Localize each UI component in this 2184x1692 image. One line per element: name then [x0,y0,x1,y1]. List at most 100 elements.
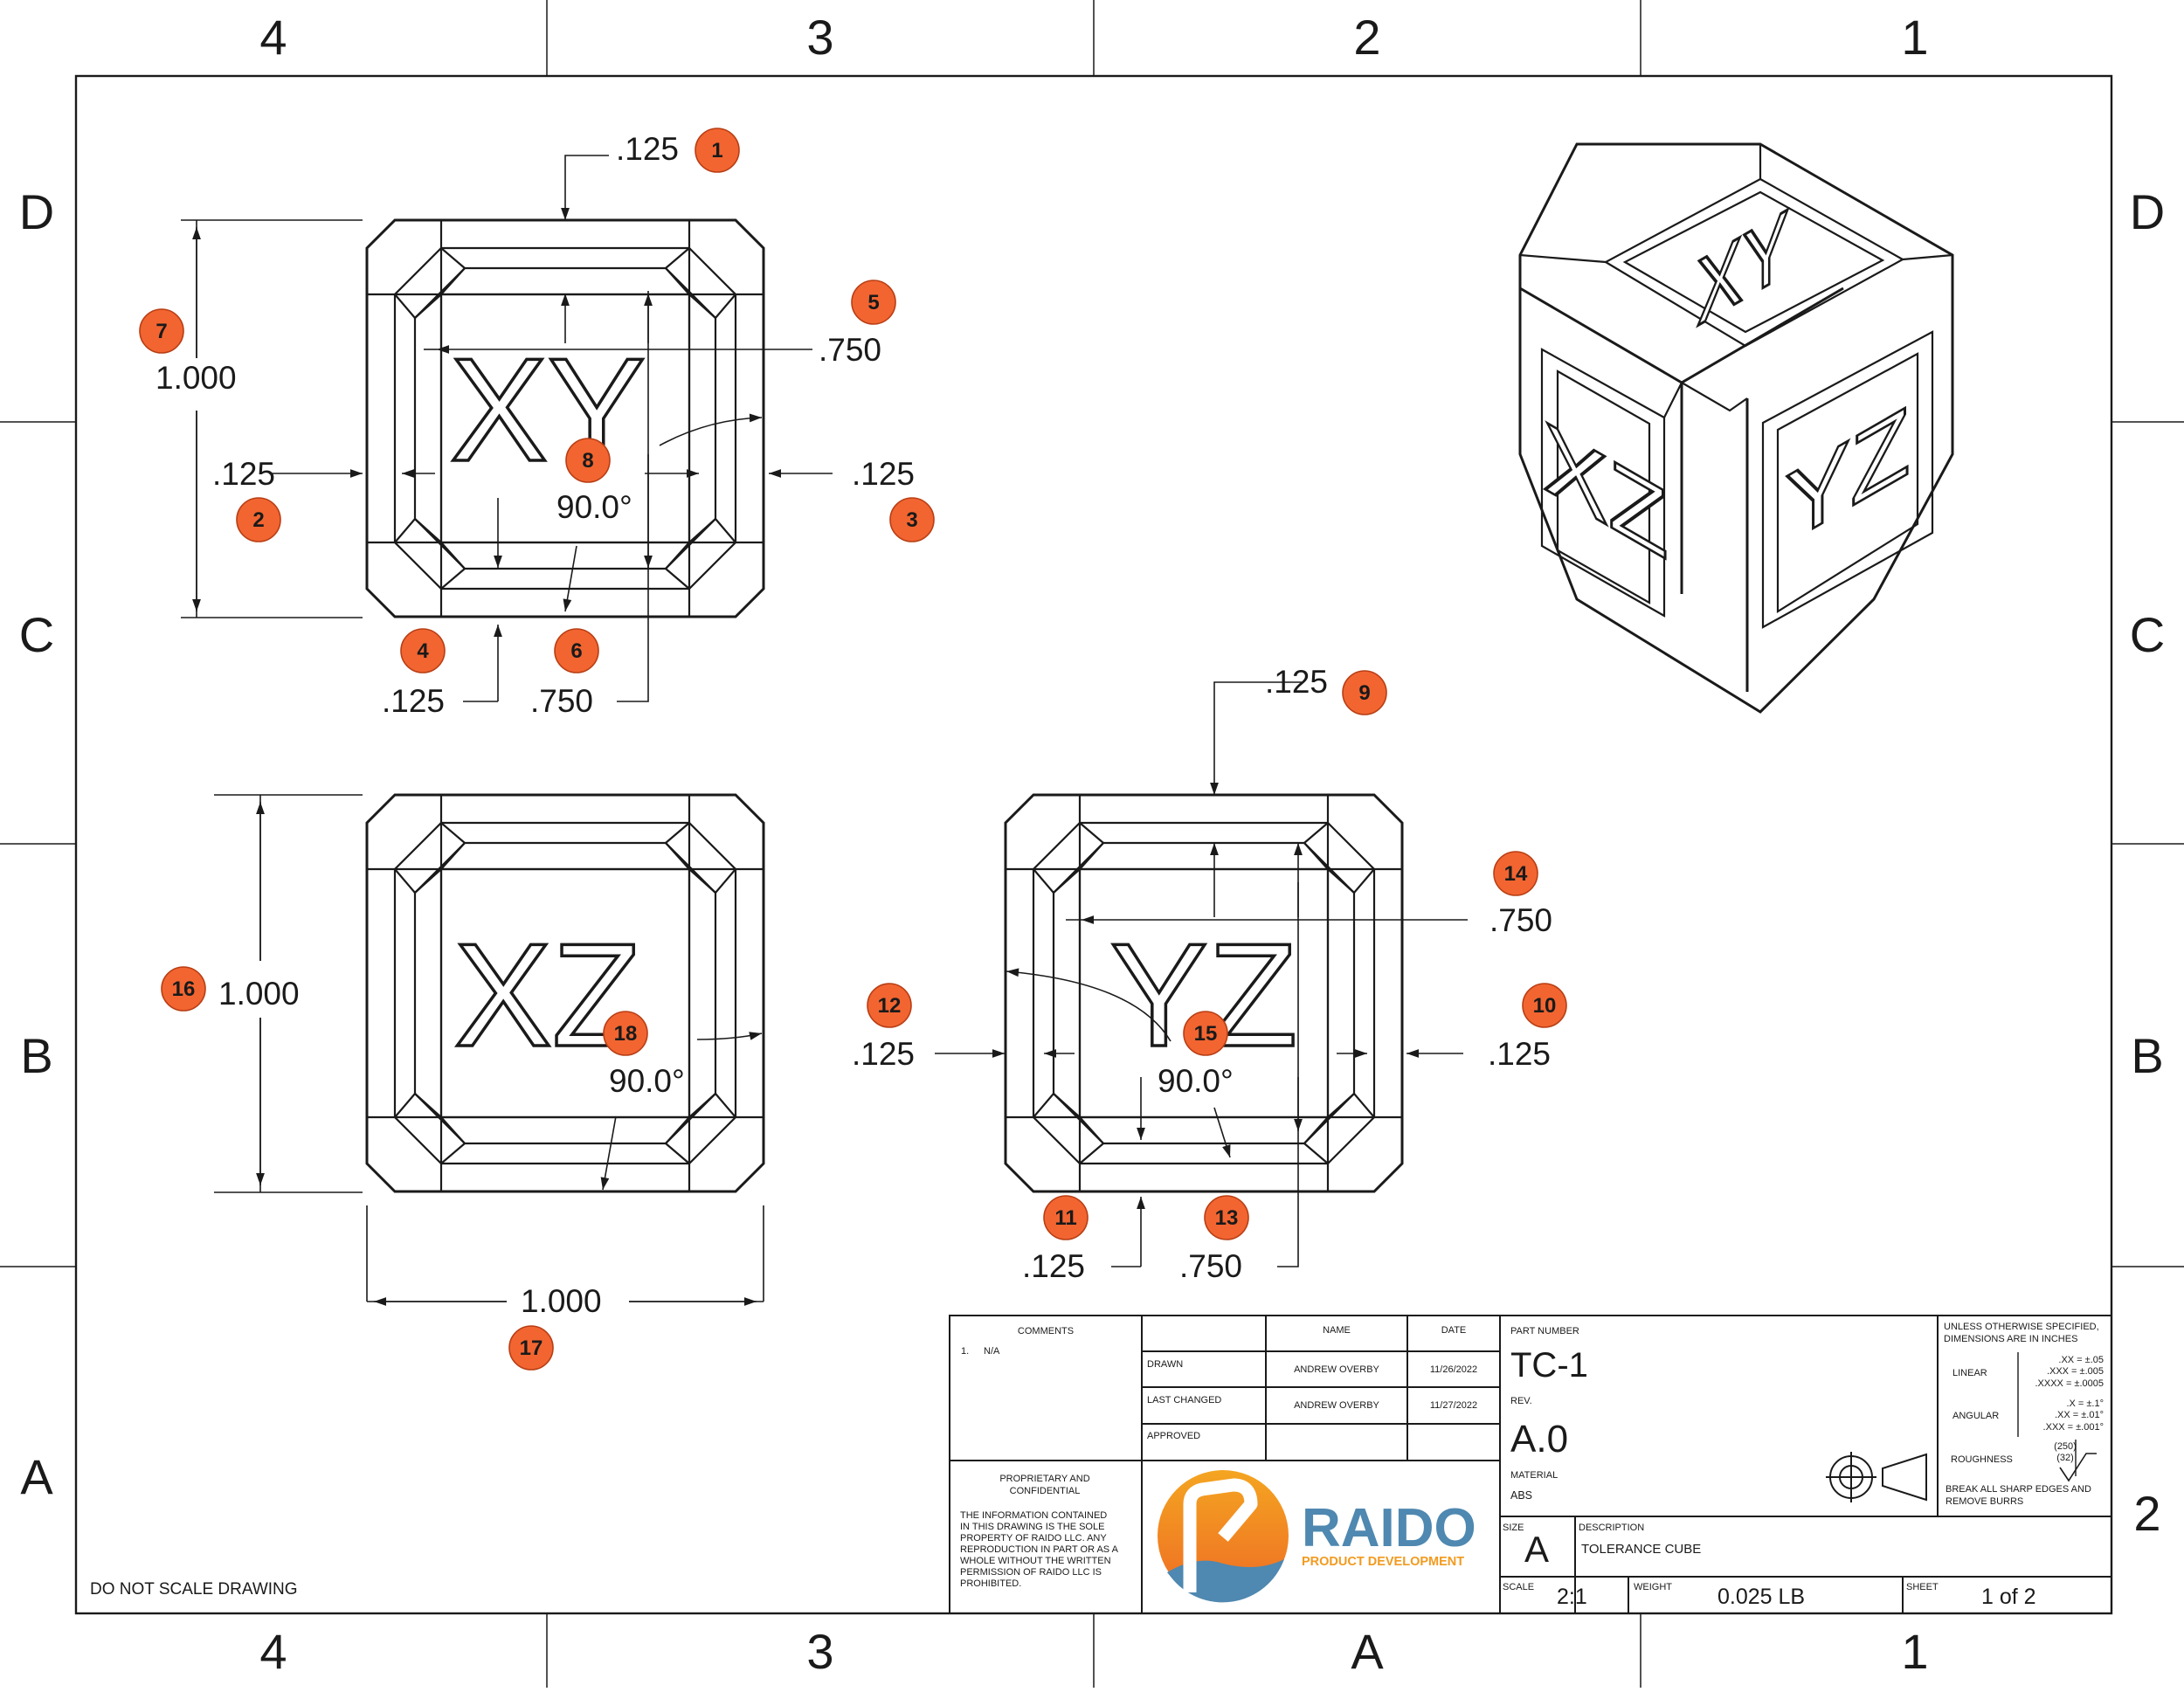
proprietary-line-1: PROPRIETARY AND [999,1474,1089,1484]
sheet-value: 1 of 2 [1981,1585,2036,1609]
svg-text:18: 18 [614,1022,638,1046]
prop-text-7: PROHIBITED. [960,1578,1021,1589]
svg-text:17: 17 [520,1336,543,1360]
iso-face-xy: XY [1697,190,1789,347]
dimension-lines [181,155,1468,1306]
zone-col-top-1: 4 [259,10,287,65]
linear-2: .XXX = ±.005 [2047,1366,2104,1377]
zone-col-bottom-1: 4 [259,1624,287,1679]
part-number-label: PART NUMBER [1510,1326,1579,1336]
svg-text:3: 3 [906,508,917,532]
zone-labels: 4 3 2 1 4 3 A 1 D C B A D C B 2 [19,10,2165,1679]
balloon-14: 14 [1493,851,1538,896]
inspection-balloons: 1 2 3 4 5 6 7 8 9 10 11 12 13 14 15 16 1… [139,128,1567,1371]
dimension-labels: .125 .125 .125 .125 .750 .750 1.000 90.0… [156,131,1552,1319]
balloon-12: 12 [867,983,912,1028]
revision: A.0 [1510,1418,1568,1461]
svg-text:14: 14 [1504,862,1528,886]
dim-17: 1.000 [521,1283,602,1319]
dim-8: 90.0° [556,489,632,525]
prop-text-3: PROPERTY OF RAIDO LLC. ANY [960,1533,1107,1544]
last-changed-date: 11/27/2022 [1430,1400,1477,1411]
prop-text-4: REPRODUCTION IN PART OR AS A [960,1544,1119,1555]
dim-5: .750 [819,332,881,368]
svg-text:6: 6 [570,639,582,663]
tolerance-head-1: UNLESS OTHERWISE SPECIFIED, [1944,1322,2099,1332]
dim-1: .125 [616,131,679,167]
scale-value: 2:1 [1557,1585,1587,1609]
iso-face-yz: YZ [1785,383,1910,566]
side-view-label: YZ [1110,913,1298,1077]
angular-1: .X = ±.1° [2066,1398,2104,1409]
angular-2: .XX = ±.01° [2055,1410,2104,1420]
zone-col-bottom-2: 3 [806,1624,833,1679]
break-edges-1: BREAK ALL SHARP EDGES AND [1946,1484,2091,1495]
zone-col-bottom-3: A [1351,1624,1384,1679]
proprietary-line-2: CONFIDENTIAL [1010,1486,1081,1496]
dim-10: .125 [1488,1036,1551,1072]
description-value: TOLERANCE CUBE [1581,1542,1701,1557]
dim-3: .125 [852,456,915,492]
drawn-label: DRAWN [1147,1359,1183,1370]
linear-1: .XX = ±.05 [2058,1355,2104,1365]
last-changed-name: ANDREW OVERBY [1294,1400,1379,1411]
dim-9: .125 [1265,664,1328,700]
isometric-view: XY XZ YZ [1518,142,1954,714]
front-view-xz: XZ [365,793,765,1193]
zone-col-bottom-4: 1 [1901,1624,1928,1679]
roughness-label: ROUGHNESS [1951,1454,2013,1465]
top-view-xy: XY [365,218,765,618]
comment-1-num: 1. [961,1346,969,1357]
balloon-16: 16 [161,966,206,1012]
balloon-15: 15 [1183,1011,1228,1056]
balloon-1: 1 [695,128,740,173]
roughness-2: (32) [2056,1453,2074,1463]
dim-12: .125 [852,1036,915,1072]
balloon-11: 11 [1043,1195,1089,1240]
break-edges-2: REMOVE BURRS [1946,1496,2023,1507]
zone-row-left-3: B [20,1028,52,1083]
svg-text:10: 10 [1533,994,1557,1018]
linear-label: LINEAR [1952,1368,1987,1378]
balloon-9: 9 [1342,670,1387,715]
approved-label: APPROVED [1147,1431,1200,1441]
roughness-1: (250) [2054,1441,2077,1452]
description-label: DESCRIPTION [1579,1523,1644,1533]
side-view-yz: YZ [1004,793,1404,1193]
balloon-13: 13 [1204,1195,1249,1240]
zone-row-left-1: D [19,184,54,239]
size-value: A [1524,1529,1549,1570]
balloon-8: 8 [565,438,611,483]
rev-label: REV. [1510,1396,1532,1406]
comment-1-text: N/A [984,1346,1000,1357]
svg-text:1: 1 [711,139,722,162]
size-label: SIZE [1503,1523,1524,1533]
zone-row-right-2: C [2130,607,2165,662]
balloon-2: 2 [236,497,281,542]
logo-name: RAIDO [1302,1498,1476,1558]
balloon-10: 10 [1522,983,1567,1028]
tolerance-head-2: DIMENSIONS ARE IN INCHES [1944,1334,2077,1344]
svg-text:16: 16 [172,977,196,1001]
zone-col-top-4: 1 [1901,10,1928,65]
svg-text:15: 15 [1194,1022,1218,1046]
roughness-symbol-icon [2059,1453,2097,1482]
balloon-6: 6 [554,628,599,673]
svg-text:11: 11 [1054,1206,1076,1230]
balloon-18: 18 [603,1011,648,1056]
linear-3: .XXXX = ±.0005 [2035,1378,2104,1389]
do-not-scale-note: DO NOT SCALE DRAWING [90,1580,298,1599]
drawn-date: 11/26/2022 [1430,1364,1477,1375]
angular-label: ANGULAR [1952,1411,1999,1421]
name-header: NAME [1323,1325,1351,1336]
dim-18: 90.0° [609,1063,685,1099]
front-view-label: XZ [454,913,642,1077]
dim-4: .125 [382,683,445,719]
svg-text:5: 5 [867,291,879,314]
comments-header: COMMENTS [1018,1326,1074,1336]
svg-text:4: 4 [417,639,429,663]
balloon-7: 7 [139,308,184,354]
dim-2: .125 [212,456,275,492]
